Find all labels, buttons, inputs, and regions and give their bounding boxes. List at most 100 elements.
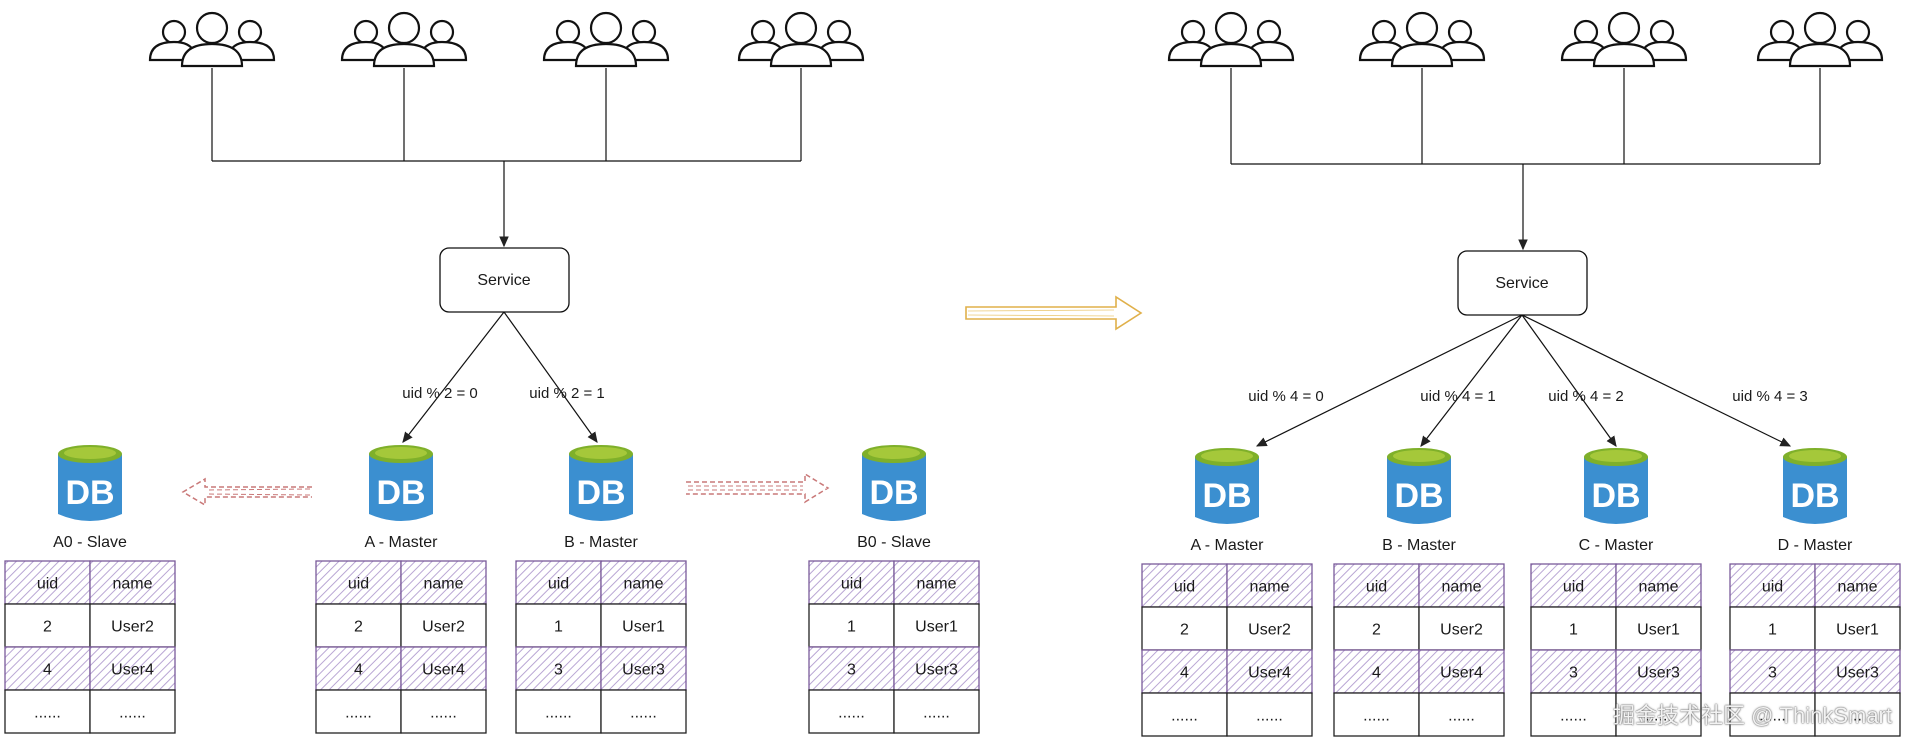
- transition-arrow: [965, 295, 1143, 331]
- database-label: C - Master: [1579, 537, 1654, 554]
- replication-arrow-left: [181, 477, 312, 507]
- database-icon: DB: [369, 445, 433, 521]
- database-label: D - Master: [1778, 537, 1853, 554]
- table-row: ............: [515, 689, 687, 734]
- edge-label: uid % 4 = 2: [1548, 388, 1623, 405]
- table-cell: 3: [1569, 665, 1578, 682]
- table-row: ............: [315, 689, 487, 734]
- user-group-icon: [340, 11, 468, 68]
- table-cell: 3: [847, 662, 856, 679]
- table-cell: uid: [548, 576, 569, 593]
- table-cell: uid: [1366, 579, 1387, 596]
- database-label: A0 - Slave: [53, 534, 127, 551]
- database-icon-text: DB: [1394, 477, 1443, 515]
- database-label: B0 - Slave: [857, 534, 931, 551]
- database-icon: DB: [1387, 448, 1451, 524]
- database-icon-text: DB: [1202, 477, 1251, 515]
- table-row: ............: [1333, 692, 1505, 737]
- table-cell: name: [1837, 579, 1877, 596]
- table-cell: User2: [1248, 622, 1291, 639]
- table-cell: 1: [554, 619, 563, 636]
- table-cell: 1: [1569, 622, 1578, 639]
- routing-edges: [402, 311, 598, 443]
- watermark: 掘金技术社区 @ ThinkSmart: [1612, 703, 1892, 728]
- database-label: B - Master: [564, 534, 638, 551]
- table-cell: ......: [1645, 708, 1672, 725]
- edge-label: uid % 4 = 1: [1420, 388, 1495, 405]
- table-cell: User3: [622, 662, 665, 679]
- database-icon: DB: [58, 445, 122, 521]
- user-connector-lines: [211, 68, 802, 248]
- table-cell: 1: [1768, 622, 1777, 639]
- table-cell: name: [1441, 579, 1481, 596]
- table-cell: User4: [111, 662, 154, 679]
- user-connector-lines: [1230, 68, 1821, 251]
- table-cell: ......: [1759, 708, 1786, 725]
- table-cell: ......: [119, 705, 146, 722]
- edge-label: uid % 4 = 3: [1732, 388, 1807, 405]
- right-diagram: Service uid % 4 = 0 uid % 4 = 1 uid % 4 …: [1167, 11, 1884, 447]
- user-group-icon: [1560, 11, 1688, 68]
- user-group-icon: [1358, 11, 1486, 68]
- table-cell: 4: [43, 662, 52, 679]
- table-row: 3 User3: [1530, 649, 1702, 694]
- replication-arrow-right: [686, 472, 830, 504]
- table-cell: name: [423, 576, 463, 593]
- table-cell: name: [623, 576, 663, 593]
- table-row: ............: [4, 689, 176, 734]
- table-row: ............: [1530, 692, 1702, 737]
- table-cell: name: [916, 576, 956, 593]
- left-diagram: Service uid % 2 = 0 uid % 2 = 1: [148, 11, 865, 507]
- database-icon: DB: [1783, 448, 1847, 524]
- table-cell: User1: [622, 619, 665, 636]
- edge-label: uid % 2 = 0: [402, 385, 477, 402]
- table-cell: ......: [34, 705, 61, 722]
- table-row: 4 User4: [4, 646, 176, 691]
- service-label: Service: [477, 272, 530, 289]
- table-cell: 2: [1372, 622, 1381, 639]
- table-cell: 2: [354, 619, 363, 636]
- table-cell: ......: [1448, 708, 1475, 725]
- database-label: B - Master: [1382, 537, 1456, 554]
- table-row: ............: [1141, 692, 1313, 737]
- edge-label: uid % 2 = 1: [529, 385, 604, 402]
- table-cell: uid: [348, 576, 369, 593]
- table-cell: ......: [838, 705, 865, 722]
- table-cell: uid: [1762, 579, 1783, 596]
- table-cell: User2: [1440, 622, 1483, 639]
- table-header-row: uid name: [1333, 563, 1505, 608]
- table-cell: 4: [1372, 665, 1381, 682]
- table-cell: User2: [422, 619, 465, 636]
- database-icon: DB: [1584, 448, 1648, 524]
- service-box: Service: [439, 247, 570, 313]
- table-cell: User1: [1836, 622, 1879, 639]
- table-cell: User3: [1637, 665, 1680, 682]
- edge-label: uid % 4 = 0: [1248, 388, 1323, 405]
- table-cell: name: [112, 576, 152, 593]
- table-row: 1 User1: [1729, 606, 1901, 651]
- database-label: A - Master: [365, 534, 439, 551]
- table-cell: uid: [1174, 579, 1195, 596]
